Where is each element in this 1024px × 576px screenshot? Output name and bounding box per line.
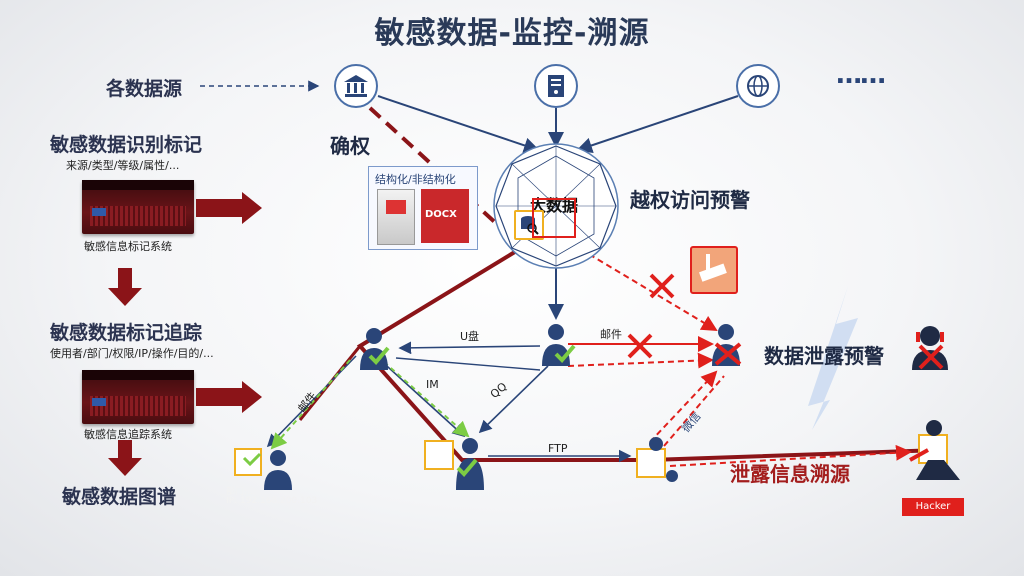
cross-icon-mail: [626, 332, 654, 360]
user-dept: 部门:...: [226, 487, 256, 497]
user-icon-center-left: [354, 326, 398, 372]
hacker-badge: Hacker: [902, 498, 964, 516]
edge-im-green: [383, 361, 470, 438]
arrow-system2-right: [196, 381, 262, 413]
docx-text: DOCX: [425, 209, 457, 220]
doc-types-box: 结构化/非结构化 DOCX: [368, 166, 478, 250]
trace-path: [356, 242, 941, 462]
database-icon: [514, 210, 544, 240]
edge-source3-bigdata: [576, 95, 739, 154]
identify-subtitle: 来源/类型/等级/属性/...: [66, 159, 180, 172]
leak-warning-label: 数据泄露预警: [764, 344, 884, 368]
edge-label-udisk: U盘: [460, 330, 480, 343]
edge-label-ftp: FTP: [548, 442, 568, 455]
tracking-server: [82, 370, 194, 424]
trace-label: 泄露信息溯源: [730, 462, 850, 486]
marking-server: [82, 180, 194, 234]
user-ip: IP: 192.168.200.103: [226, 496, 318, 506]
bank-icon: [334, 64, 378, 108]
user-icon-leaker: [706, 322, 750, 370]
edge-udisk: [398, 341, 541, 355]
edge-label-mail-1: 邮件: [600, 328, 622, 341]
identify-title: 敏感数据识别标记: [50, 134, 203, 156]
edge-label-im: IM: [426, 378, 439, 391]
track-subtitle: 使用者/部门/权限/IP/操作/目的/...: [50, 347, 214, 360]
hacker-icon: [898, 420, 970, 490]
arrow-down-2: [108, 440, 142, 476]
edge-source1-bigdata: [377, 95, 540, 154]
sources-label: 各数据源: [106, 78, 183, 100]
globe-icon: [736, 64, 780, 108]
server-icon: [534, 64, 578, 108]
user-icon-bottom-right: [636, 436, 684, 484]
camera-icon: [690, 246, 738, 294]
arrow-down-1: [108, 268, 142, 306]
user-icon-center: [538, 322, 582, 368]
track-title: 敏感数据标记追踪: [50, 322, 203, 344]
edge-mail-red-dash: [567, 352, 714, 369]
edge-hacker: [669, 444, 912, 467]
file-icon: [377, 189, 415, 245]
edge-qq: [478, 365, 549, 434]
more-sources: ……: [836, 60, 886, 90]
struct-label: 结构化/非结构化: [375, 173, 456, 186]
user-icon-warning: [906, 322, 954, 372]
tracking-system-label: 敏感信息追踪系统: [84, 428, 172, 441]
lightning-decoration: [808, 286, 858, 430]
graph-label: 敏感数据图谱: [62, 486, 177, 508]
marking-system-label: 敏感信息标记系统: [84, 240, 172, 253]
page-title: 敏感数据-监控-溯源: [374, 16, 650, 51]
edge-wechat-2: [663, 375, 725, 447]
cross-icon-overreach: [648, 272, 676, 300]
edge-wechat: [649, 370, 718, 443]
confirm-label: 确权: [330, 134, 370, 158]
edge-user2-user1: [395, 357, 541, 371]
docx-icon: DOCX: [421, 189, 469, 243]
arrow-system1-right: [196, 192, 262, 224]
user-icon-bottom-center: [424, 436, 488, 492]
overreach-label: 越权访问预警: [630, 188, 750, 212]
edge-mail-green: [270, 359, 351, 450]
bigdata-highlight: [532, 198, 576, 238]
user-icon-bottom-left: [234, 444, 294, 492]
edge-bigdata-leaker: [571, 243, 718, 332]
edge-im: [377, 357, 466, 438]
